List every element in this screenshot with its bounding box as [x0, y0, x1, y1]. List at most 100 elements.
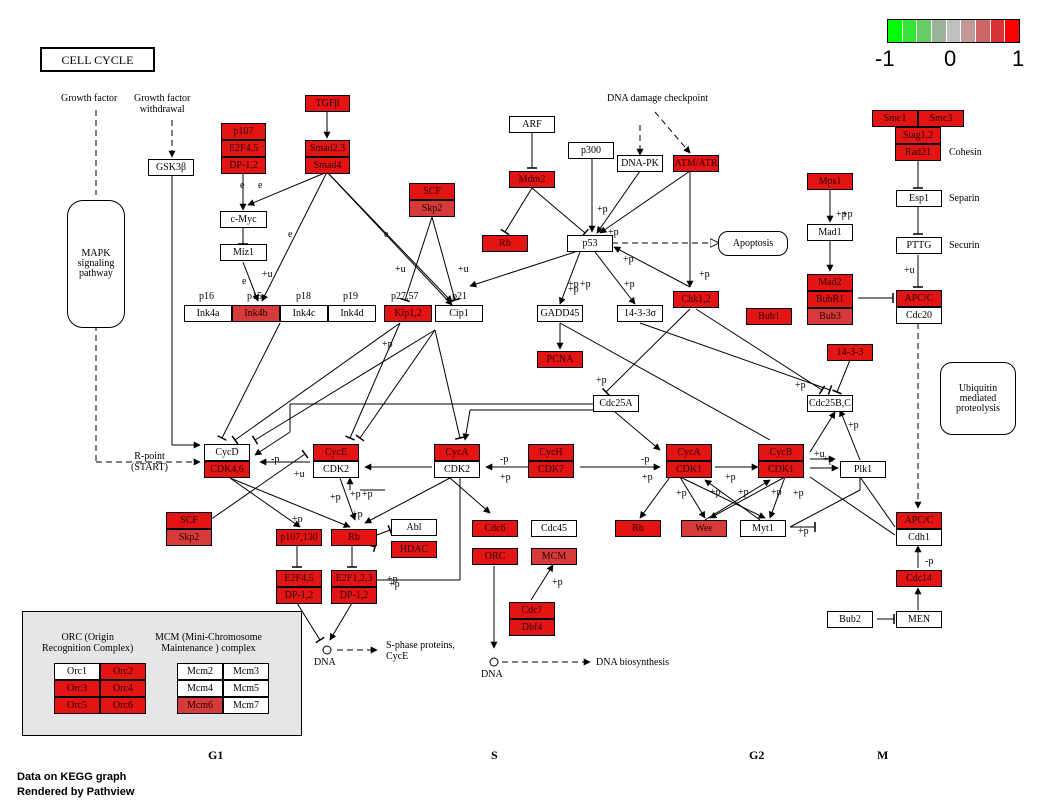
gene-node-e2f45a[interactable]: E2F4,5	[221, 140, 266, 157]
gene-node-mcm7[interactable]: Mcm7	[223, 697, 269, 714]
gene-node-mps1[interactable]: Mps1	[807, 173, 853, 190]
gene-node-ink4a[interactable]: Ink4a	[184, 305, 232, 322]
gene-node-mcm2[interactable]: Mcm2	[177, 663, 223, 680]
gene-node-cdc45[interactable]: Cdc45	[531, 520, 577, 537]
gene-node-bub3[interactable]: Bub3	[807, 308, 853, 325]
apoptosis-box[interactable]: Apoptosis	[718, 231, 788, 256]
gene-node-cmyc[interactable]: c-Myc	[220, 211, 267, 228]
edge-label: -p	[925, 556, 934, 567]
gene-node-orc1[interactable]: Orc1	[54, 663, 100, 680]
gene-node-cyce[interactable]: CycE	[313, 444, 359, 461]
gene-node-rb3[interactable]: Rb	[615, 520, 661, 537]
gene-node-dbf4[interactable]: Dbf4	[509, 619, 555, 636]
gene-node-orc[interactable]: ORC	[472, 548, 518, 565]
gene-node-orc6[interactable]: Orc6	[100, 697, 146, 714]
gene-node-mcm4[interactable]: Mcm4	[177, 680, 223, 697]
gene-node-bub1[interactable]: Bub1	[746, 308, 792, 325]
gene-node-ink4d[interactable]: Ink4d	[328, 305, 376, 322]
gene-node-skp2b[interactable]: Skp2	[166, 529, 212, 546]
gene-node-abl[interactable]: Abl	[391, 519, 437, 536]
gene-node-e2f45b[interactable]: E2F4,5	[276, 570, 322, 587]
gene-node-cdk2b[interactable]: CDK2	[434, 461, 480, 478]
gene-node-bubr1[interactable]: BubR1	[807, 291, 853, 308]
gene-node-mcm3[interactable]: Mcm3	[223, 663, 269, 680]
gene-node-p300[interactable]: p300	[568, 142, 614, 159]
gene-node-smad23[interactable]: Smad2,3	[305, 140, 350, 157]
gene-node-cdh1[interactable]: Cdh1	[896, 529, 942, 546]
gene-node-tgfb[interactable]: TGFβ	[305, 95, 350, 112]
gene-node-cych[interactable]: CycH	[528, 444, 574, 461]
gene-node-smc3[interactable]: Smc3	[918, 110, 964, 127]
gene-node-ink4b[interactable]: Ink4b	[232, 305, 280, 322]
gene-node-cdk46[interactable]: CDK4,6	[204, 461, 250, 478]
gene-node-kip12[interactable]: Kip1,2	[384, 305, 432, 322]
gene-node-gsk3b[interactable]: GSK3β	[148, 159, 194, 176]
gene-node-mcm5[interactable]: Mcm5	[223, 680, 269, 697]
gene-node-dnapk[interactable]: DNA-PK	[617, 155, 663, 172]
gene-node-cip1[interactable]: Cip1	[435, 305, 483, 322]
gene-node-pcna[interactable]: PCNA	[537, 351, 583, 368]
gene-node-scf1[interactable]: SCF	[409, 183, 455, 200]
gene-node-cdk1a[interactable]: CDK1	[666, 461, 712, 478]
gene-node-hdac[interactable]: HDAC	[391, 541, 437, 558]
gene-node-cdc25abc[interactable]: Cdc25A	[593, 395, 639, 412]
gene-node-cdk1b[interactable]: CDK1	[758, 461, 804, 478]
ubiquitin-box[interactable]: Ubiquitin mediated proteolysis	[940, 362, 1016, 435]
gene-node-esp1[interactable]: Esp1	[896, 190, 942, 207]
gene-node-mcm6[interactable]: Mcm6	[177, 697, 223, 714]
gene-node-dp12b[interactable]: DP-1,2	[276, 587, 322, 604]
gene-node-myt1[interactable]: Myt1	[740, 520, 786, 537]
gene-node-rad21[interactable]: Rad21	[895, 144, 941, 161]
gene-node-rb1[interactable]: Rb	[482, 235, 528, 252]
gene-node-atmatr[interactable]: ATM/ATR	[673, 155, 719, 172]
gene-node-cdc6[interactable]: Cdc6	[472, 520, 518, 537]
gene-node-plk1[interactable]: Plk1	[840, 461, 886, 478]
gene-node-gadd45[interactable]: GADD45	[537, 305, 583, 322]
gene-node-cdc20[interactable]: Cdc20	[896, 307, 942, 324]
gene-node-p107130[interactable]: p107,130	[276, 529, 322, 546]
gene-node-s1433[interactable]: 14-3-3	[827, 344, 873, 361]
gene-node-cdk7[interactable]: CDK7	[528, 461, 574, 478]
gene-node-orc2[interactable]: Orc2	[100, 663, 146, 680]
gene-node-miz1[interactable]: Miz1	[220, 244, 267, 261]
gene-node-e2f123[interactable]: E2F1,2,3	[331, 570, 377, 587]
gene-node-cycb[interactable]: CycB	[758, 444, 804, 461]
gene-node-orc3[interactable]: Orc3	[54, 680, 100, 697]
gene-node-pttg[interactable]: PTTG	[896, 237, 942, 254]
gene-node-dp12c[interactable]: DP-1,2	[331, 587, 377, 604]
gene-node-cycd[interactable]: CycD	[204, 444, 250, 461]
gene-node-cyca2[interactable]: CycA	[666, 444, 712, 461]
gene-node-men[interactable]: MEN	[896, 611, 942, 628]
gene-node-bub2[interactable]: Bub2	[827, 611, 873, 628]
gene-node-cdc14[interactable]: Cdc14	[896, 570, 942, 587]
gene-node-orc4[interactable]: Orc4	[100, 680, 146, 697]
gene-node-stag12[interactable]: Stag1,2	[895, 127, 941, 144]
gene-node-scf2[interactable]: SCF	[166, 512, 212, 529]
gene-node-cdk2a[interactable]: CDK2	[313, 461, 359, 478]
gene-node-wee[interactable]: Wee	[681, 520, 727, 537]
gene-node-smc1[interactable]: Smc1	[872, 110, 918, 127]
gene-node-mdm2[interactable]: Mdm2	[509, 171, 555, 188]
gene-node-arf[interactable]: ARF	[509, 116, 555, 133]
gene-node-cdc25bc[interactable]: Cdc25B,C	[807, 395, 853, 412]
gene-node-mad1[interactable]: Mad1	[807, 224, 853, 241]
gene-node-rb2[interactable]: Rb	[331, 529, 377, 546]
gene-node-apcc1[interactable]: APC/C	[896, 290, 942, 307]
edge-label: +p	[568, 284, 579, 295]
gene-node-p53[interactable]: p53	[567, 235, 613, 252]
gene-node-mad2[interactable]: Mad2	[807, 274, 853, 291]
gene-node-cdc7[interactable]: Cdc7	[509, 602, 555, 619]
gene-node-orc5[interactable]: Orc5	[54, 697, 100, 714]
gene-node-skp2a[interactable]: Skp2	[409, 200, 455, 217]
gene-node-apcc2[interactable]: APC/C	[896, 512, 942, 529]
gene-node-p107[interactable]: p107	[221, 123, 266, 140]
gene-node-chk12[interactable]: Chk1,2	[673, 291, 719, 308]
gene-node-ink4c[interactable]: Ink4c	[280, 305, 328, 322]
gene-node-smad4[interactable]: Smad4	[305, 157, 350, 174]
gene-node-dp12a[interactable]: DP-1,2	[221, 157, 266, 174]
gene-node-mcm[interactable]: MCM	[531, 548, 577, 565]
gene-node-cyca1[interactable]: CycA	[434, 444, 480, 461]
edge-label: +p	[676, 488, 687, 499]
gene-node-s1433s[interactable]: 14-3-3σ	[617, 305, 663, 322]
mapk-pathway-box[interactable]: MAPK signaling pathway	[67, 200, 125, 328]
